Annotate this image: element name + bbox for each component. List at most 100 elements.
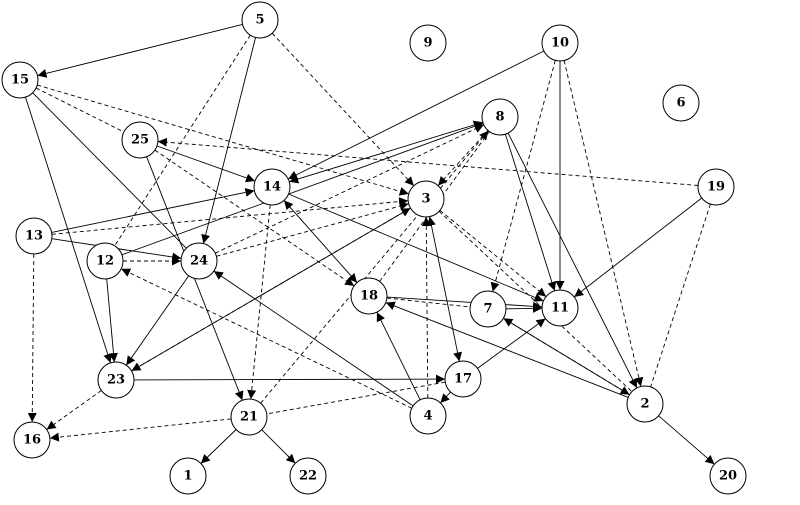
edge-3-11 [439, 210, 547, 297]
edge-2-7 [503, 317, 630, 396]
node-label: 21 [240, 410, 258, 425]
node-20[interactable]: 20 [709, 457, 747, 495]
node-label: 19 [707, 180, 725, 195]
node-label: 3 [421, 192, 430, 207]
node-label: 2 [640, 397, 649, 412]
node-label: 25 [131, 133, 149, 148]
node-label: 24 [190, 254, 208, 269]
edge-24-8 [215, 124, 484, 254]
edge-24-23 [125, 275, 190, 366]
edge-17-4 [440, 391, 451, 404]
edge-19-2 [650, 203, 711, 388]
node-22[interactable]: 22 [289, 457, 327, 495]
node-6[interactable]: 6 [662, 84, 700, 122]
edge-21-1 [200, 429, 237, 464]
edge-13-3 [51, 197, 409, 235]
edge-8-2 [507, 132, 638, 389]
edge-7-11 [505, 303, 543, 313]
edge-4-18 [376, 312, 421, 400]
node-24[interactable]: 24 [180, 242, 218, 280]
node-10[interactable]: 10 [541, 24, 579, 62]
edge-4-24 [213, 270, 414, 407]
node-label: 11 [551, 301, 569, 316]
edge-3-23 [131, 207, 411, 372]
node-layer: 1 2 3 4 5 6 7 8 9 10 11 12 13 14 15 16 1… [1, 1, 747, 495]
node-7[interactable]: 7 [469, 290, 507, 328]
edge-12-23 [106, 278, 118, 363]
edge-8-11 [504, 134, 557, 291]
edge-14-18 [283, 200, 358, 283]
node-label: 20 [719, 469, 737, 484]
node-15[interactable]: 15 [1, 61, 39, 99]
edge-19-25 [157, 137, 699, 186]
edge-15-3 [37, 84, 409, 196]
node-8[interactable]: 8 [481, 98, 519, 136]
node-label: 9 [423, 36, 432, 51]
edge-23-16 [46, 390, 102, 430]
node-12[interactable]: 12 [86, 242, 124, 280]
edge-10-2 [563, 60, 644, 387]
edge-24-3 [216, 201, 409, 257]
edge-15-23 [25, 96, 113, 364]
edge-23-17 [133, 374, 446, 384]
node-label: 15 [11, 73, 29, 88]
node-label: 6 [676, 96, 685, 111]
node-label: 1 [183, 469, 192, 484]
node-9[interactable]: 9 [409, 24, 447, 62]
node-25[interactable]: 25 [121, 121, 159, 159]
node-4[interactable]: 4 [409, 397, 447, 435]
edge-25-14 [156, 145, 256, 183]
node-label: 5 [255, 13, 264, 28]
node-18[interactable]: 18 [350, 277, 388, 315]
node-label: 8 [495, 110, 504, 125]
edge-10-7 [490, 60, 556, 292]
edge-12-8 [121, 122, 484, 256]
node-label: 7 [483, 302, 492, 317]
edge-15-25 [35, 87, 125, 133]
node-14[interactable]: 14 [253, 168, 291, 206]
node-17[interactable]: 17 [444, 360, 482, 398]
edge-17-11 [477, 318, 546, 369]
node-label: 4 [423, 409, 432, 424]
node-11[interactable]: 11 [541, 289, 579, 327]
edge-21-22 [261, 429, 296, 464]
edge-19-11 [573, 197, 703, 298]
node-label: 14 [263, 180, 281, 195]
edge-14-11 [288, 193, 544, 302]
edge-14-8 [289, 120, 483, 184]
node-23[interactable]: 23 [97, 361, 135, 399]
edge-2-18 [385, 301, 629, 398]
edge-18-11 [386, 296, 543, 311]
node-label: 17 [454, 372, 472, 387]
edge-13-16 [27, 253, 37, 423]
node-label: 16 [23, 433, 41, 448]
node-3[interactable]: 3 [407, 180, 445, 218]
node-1[interactable]: 1 [169, 457, 207, 495]
edge-2-20 [658, 415, 715, 465]
edge-5-15 [37, 23, 243, 78]
edge-3-17 [427, 216, 462, 362]
node-label: 10 [551, 36, 569, 51]
edge-4-3 [421, 216, 431, 399]
node-2[interactable]: 2 [626, 385, 664, 423]
node-16[interactable]: 16 [13, 421, 51, 459]
node-label: 13 [25, 229, 43, 244]
edge-21-8 [260, 130, 489, 404]
node-21[interactable]: 21 [230, 398, 268, 436]
edge-5-24 [201, 37, 257, 244]
edge-3-2 [438, 210, 633, 393]
node-13[interactable]: 13 [15, 217, 53, 255]
edge-8-3 [437, 130, 489, 186]
node-5[interactable]: 5 [241, 1, 279, 39]
node-label: 23 [107, 373, 125, 388]
edge-25-18 [154, 149, 355, 287]
edge-15-24 [32, 92, 187, 249]
node-19[interactable]: 19 [697, 168, 735, 206]
edge-layer [25, 23, 715, 465]
node-label: 22 [299, 469, 317, 484]
edge-17-21 [266, 381, 446, 415]
edge-21-16 [49, 418, 232, 442]
edge-5-3 [271, 32, 415, 187]
edge-14-21 [247, 204, 271, 400]
